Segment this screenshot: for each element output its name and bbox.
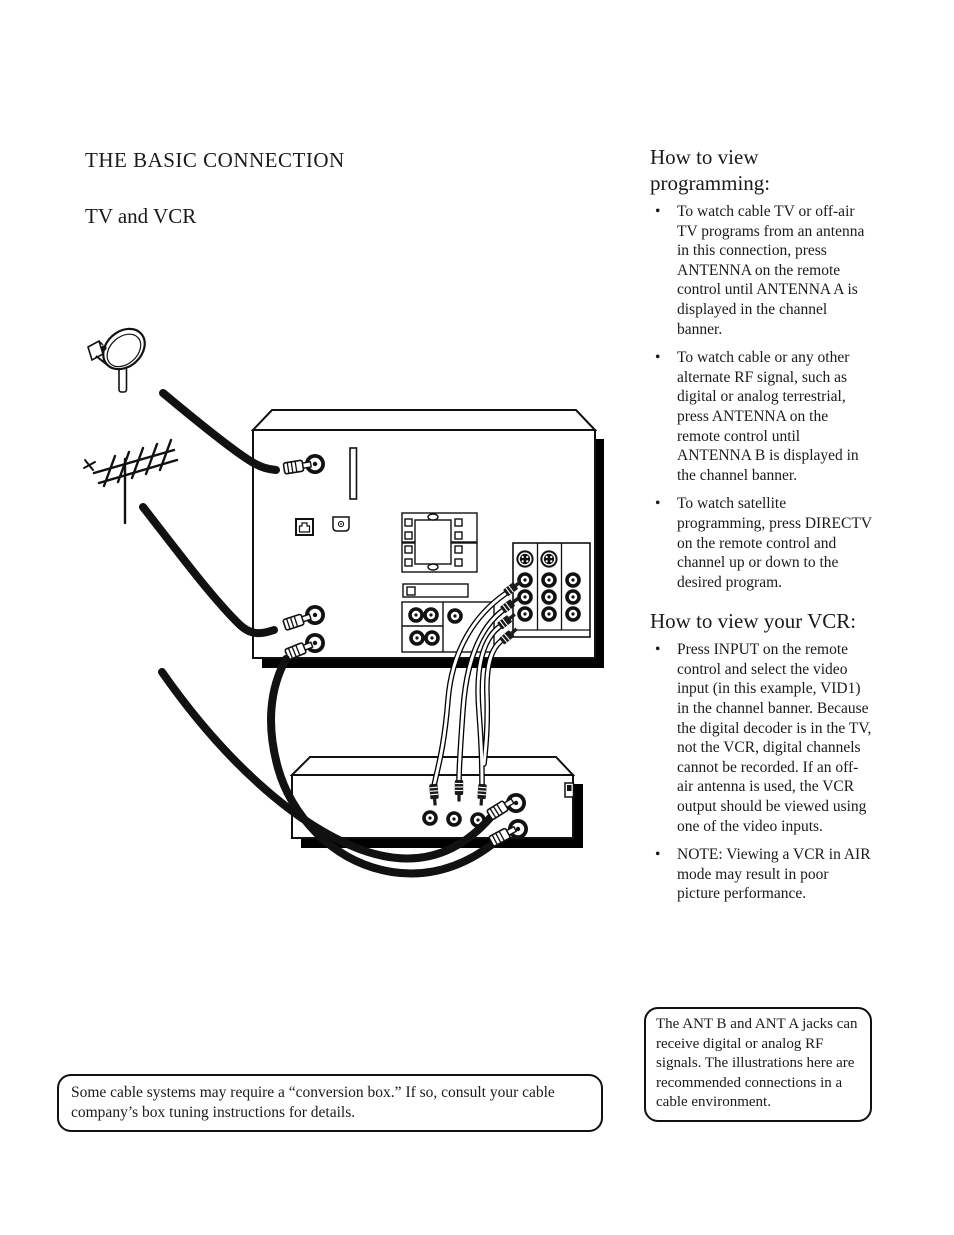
vcr-top-face	[289, 756, 576, 776]
bullet-marker: •	[655, 203, 661, 220]
bullet-text: To watch satellite programming, press DI…	[677, 495, 872, 591]
bullet-marker: •	[655, 641, 661, 659]
coax-cable-tv-to-vcr	[267, 638, 519, 878]
coax-cable-wall-to-vcr	[158, 668, 517, 863]
vcr-video-jack	[422, 810, 438, 826]
svideo-jack	[516, 550, 534, 568]
list-item: • To watch satellite programming, press …	[650, 494, 874, 592]
bullet-text: Press INPUT on the remote control and se…	[677, 641, 872, 835]
section-heading-programming: How to view programming:	[650, 145, 771, 195]
card-slot	[349, 447, 358, 500]
bullet-text: To watch cable or any other alternate RF…	[677, 349, 859, 484]
ant-jacks-note: The ANT B and ANT A jacks can receive di…	[644, 1007, 872, 1122]
vcr-slot	[564, 782, 575, 798]
vcr-bullet-list: • Press INPUT on the remote control and …	[650, 640, 874, 904]
bullet-marker: •	[655, 495, 661, 513]
page-title: THE BASIC CONNECTION	[85, 148, 345, 172]
av-input-panel	[512, 542, 591, 638]
coax-cable-antenna	[139, 503, 313, 638]
right-column: How to view programming: • To watch cabl…	[650, 144, 874, 913]
tv-rear-panel	[250, 409, 604, 668]
satellite-dish-icon	[87, 327, 146, 393]
programming-bullet-list: • To watch cable TV or off-air TV progra…	[650, 202, 874, 592]
tv-antenna-icon	[83, 438, 179, 525]
bullet-marker: •	[655, 846, 661, 864]
list-item: • NOTE: Viewing a VCR in AIR mode may re…	[650, 845, 874, 904]
conversion-box-note: Some cable systems may require a “conver…	[57, 1074, 603, 1132]
list-item: • To watch cable or any other alternate …	[650, 348, 874, 485]
module-bay	[401, 512, 478, 573]
bullet-marker: •	[655, 349, 661, 367]
bullet-text: To watch cable TV or off-air TV programs…	[677, 203, 865, 338]
section-heading-vcr: How to view your VCR:	[650, 609, 857, 634]
list-item: • To watch cable TV or off-air TV progra…	[650, 202, 874, 339]
page-subtitle: TV and VCR	[85, 204, 197, 228]
svideo-jack	[540, 550, 558, 568]
tv-top-face	[250, 409, 598, 431]
coax-cable-satellite	[159, 389, 313, 475]
expansion-slot	[402, 583, 469, 598]
av-cables	[428, 577, 525, 807]
optical-jack	[332, 516, 350, 532]
bullet-text: NOTE: Viewing a VCR in AIR mode may resu…	[677, 846, 871, 903]
list-item: • Press INPUT on the remote control and …	[650, 640, 874, 836]
phone-jack	[295, 518, 314, 536]
vcr-audio-l-jack	[446, 811, 462, 827]
